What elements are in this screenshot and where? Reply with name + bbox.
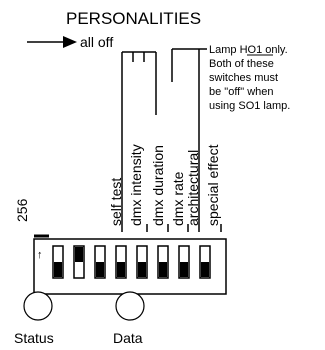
switch-label-self-test: self test [108,178,124,226]
diagram-title: PERSONALITIES [66,9,201,28]
all-off-arrow-head [63,36,77,48]
lamp-note-line-4: be "off" when [209,86,274,98]
dip-switch-lever [96,262,104,277]
lamp-note-line-5: using SO1 lamp. [209,100,290,112]
switch-label-dmx-duration: dmx duration [150,145,166,226]
dip-switch-lever [138,262,146,277]
lamp-note-line-2: Both of these [209,58,274,70]
dip-switch-7 [178,245,190,279]
switch-label-dmx-intensity: dmx intensity [128,144,144,226]
all-off-label: all off [80,34,113,50]
dip-switch-lever [180,262,188,277]
dip-switch-3 [94,245,106,279]
dip-switch-lever [75,247,83,262]
lamp-note-line-3: switches must [209,72,278,84]
status-led-icon [23,291,53,321]
on-arrow-icon: ↑ [37,249,43,261]
dip-switch-lever [117,262,125,277]
switch-label-dmx-rate: dmx rate [170,171,186,226]
dip-switch-4 [115,245,127,279]
address-label: 256 [14,198,30,222]
dip-switch-1 [52,245,64,279]
lamp-note-line-1: Lamp HO1 only. [209,44,288,56]
data-led-label: Data [113,330,143,346]
dip-switch-lever [201,262,209,277]
status-led-label: Status [14,330,54,346]
data-led-icon [115,291,145,321]
dip-switch-2 [73,245,85,279]
dip-switch-lever [54,262,62,277]
dip-switch-5 [136,245,148,279]
switch-label-architectural: architectural [185,150,201,226]
dip-switch-8 [199,245,211,279]
dip-switch-block: ↑ [33,234,227,295]
dip-switch-lever [159,262,167,277]
switch-label-special-effect: special effect [205,144,221,226]
dip-switch-6 [157,245,169,279]
